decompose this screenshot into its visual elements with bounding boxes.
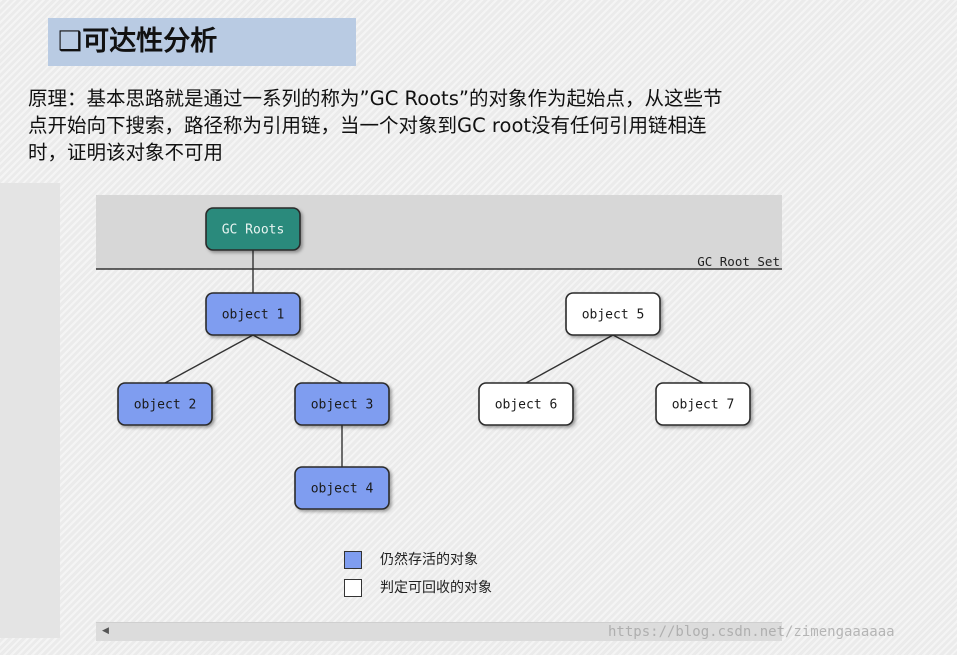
- node-object-2: object 2: [117, 382, 213, 426]
- node-object-6: object 6: [478, 382, 574, 426]
- node-box-object-7: [655, 382, 751, 426]
- node-box-object-4: [294, 466, 390, 510]
- node-object-7: object 7: [655, 382, 751, 426]
- node-box-object-1: [205, 292, 301, 336]
- node-box-object-3: [294, 382, 390, 426]
- section-title-bar: ❑可达性分析: [48, 18, 356, 66]
- legend-swatch-alive: [344, 551, 362, 569]
- left-margin-strip: [0, 183, 60, 638]
- edge-object-5-object-6: [525, 334, 614, 384]
- node-box-gc-roots: [205, 207, 301, 251]
- node-label-object-5: object 5: [582, 308, 645, 323]
- node-gc-roots: GC Roots: [205, 207, 301, 251]
- node-object-1: object 1: [205, 292, 301, 336]
- edge-object-1-object-3: [252, 334, 343, 384]
- legend-swatch-dead: [344, 579, 362, 597]
- watermark: https://blog.csdn.net/zimengaaaaaa: [608, 624, 895, 640]
- edge-object-5-object-7: [612, 334, 704, 384]
- root-set-label: GC Root Set: [697, 254, 780, 269]
- description-line: 原理：基本思路就是通过一系列的称为”GC Roots”的对象作为起始点，从这些节: [28, 87, 723, 110]
- node-label-object-1: object 1: [222, 308, 285, 323]
- node-label-gc-roots: GC Roots: [222, 223, 285, 238]
- node-object-5: object 5: [565, 292, 661, 336]
- node-box-object-6: [478, 382, 574, 426]
- node-object-4: object 4: [294, 466, 390, 510]
- description-paragraph: 原理：基本思路就是通过一系列的称为”GC Roots”的对象作为起始点，从这些节…: [28, 85, 878, 166]
- horizontal-scrollbar[interactable]: ◀: [96, 622, 782, 641]
- scroll-left-icon[interactable]: ◀: [102, 626, 109, 636]
- node-box-object-5: [565, 292, 661, 336]
- root-set-band: [96, 195, 782, 269]
- node-label-object-6: object 6: [495, 398, 558, 413]
- legend-label-alive: 仍然存活的对象: [380, 552, 478, 568]
- node-box-object-2: [117, 382, 213, 426]
- description-line: 时，证明该对象不可用: [28, 141, 224, 164]
- node-label-object-2: object 2: [134, 398, 197, 413]
- edge-layer: [164, 250, 704, 467]
- legend-label-dead: 判定可回收的对象: [380, 580, 492, 596]
- node-object-3: object 3: [294, 382, 390, 426]
- node-label-object-4: object 4: [311, 482, 374, 497]
- edge-object-1-object-2: [164, 334, 254, 384]
- node-label-object-3: object 3: [311, 398, 374, 413]
- node-label-object-7: object 7: [672, 398, 735, 413]
- description-line: 点开始向下搜索，路径称为引用链，当一个对象到GC root没有任何引用链相连: [28, 114, 707, 137]
- node-layer: GC Roots object 1 object 2 object 3 object 4…: [117, 207, 751, 510]
- section-title: ❑可达性分析: [58, 26, 218, 57]
